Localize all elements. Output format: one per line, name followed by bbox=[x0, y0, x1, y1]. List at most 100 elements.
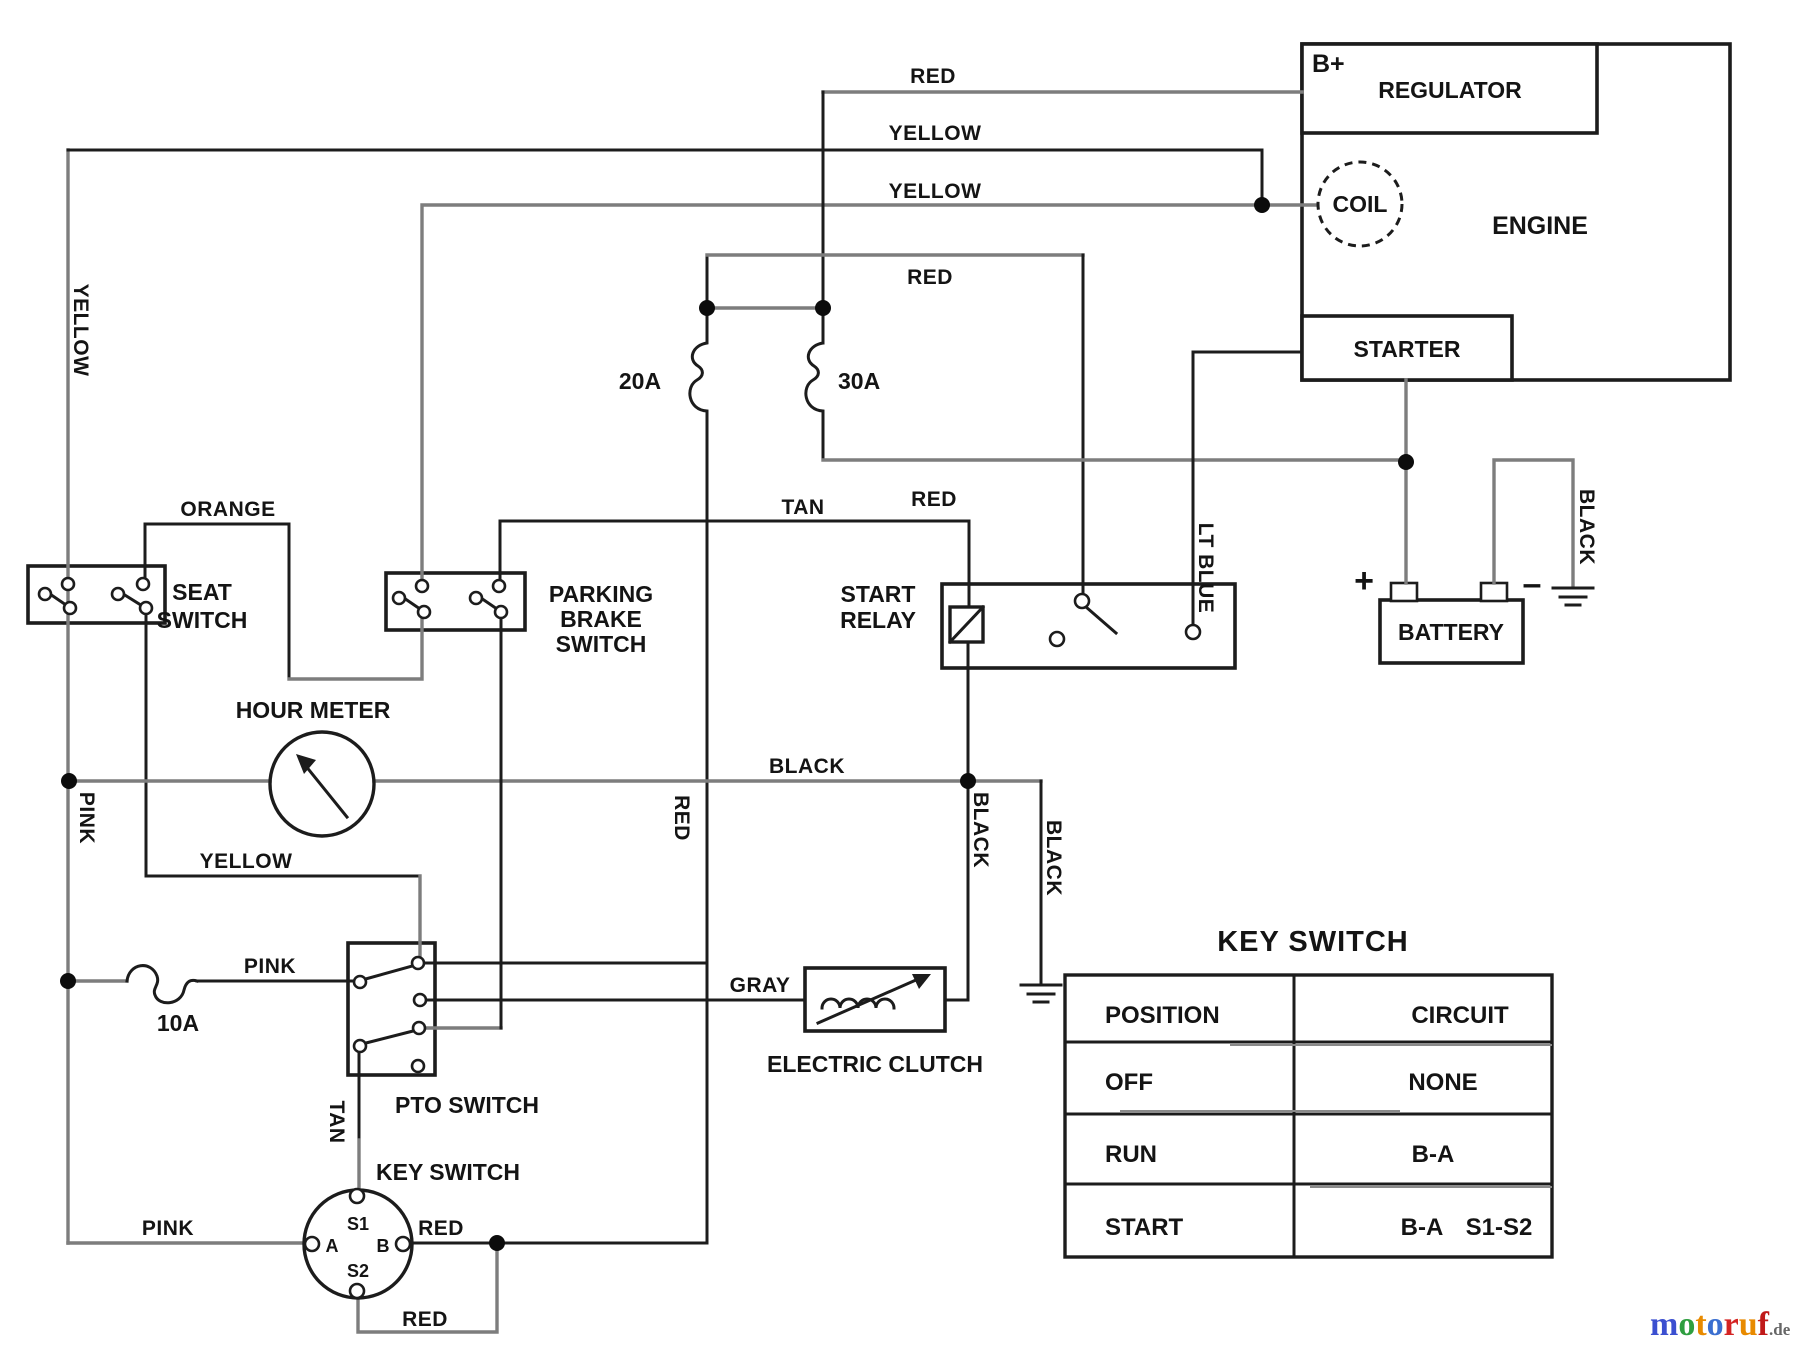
label-red-vertical: RED bbox=[670, 795, 693, 841]
battery-negative-terminal bbox=[1479, 581, 1509, 603]
label-seat-switch: SEAT bbox=[172, 579, 232, 605]
battery-box bbox=[1378, 598, 1525, 665]
label-pto-switch: PTO SWITCH bbox=[395, 1092, 539, 1118]
motoruf-logo: motoruf.de bbox=[1650, 1306, 1791, 1343]
junction-dot bbox=[489, 1235, 505, 1251]
regulator-box bbox=[1300, 42, 1599, 135]
junction-dot bbox=[1398, 454, 1414, 470]
label-tan-key: TAN bbox=[325, 1100, 348, 1143]
wire-orange-a bbox=[143, 522, 291, 681]
table-cell: NONE bbox=[1408, 1069, 1477, 1096]
wire-black-clutch bbox=[943, 643, 970, 1002]
key-terminal-b: B bbox=[377, 1236, 390, 1256]
junction-dot bbox=[61, 773, 77, 789]
label-battery-minus: – bbox=[1523, 565, 1542, 603]
wire-tan-relay bbox=[498, 519, 971, 606]
label-yellow-coil: YELLOW bbox=[889, 180, 982, 203]
table-title: KEY SWITCH bbox=[1217, 926, 1409, 958]
label-black-battery: BLACK bbox=[1575, 489, 1598, 565]
label-battery: BATTERY bbox=[1398, 619, 1504, 645]
label-coil: COIL bbox=[1333, 191, 1388, 217]
clutch-coil-symbol bbox=[820, 997, 896, 1010]
table-cell: S1-S2 bbox=[1466, 1214, 1533, 1241]
junction-dot bbox=[815, 300, 831, 316]
table-cell: OFF bbox=[1105, 1069, 1153, 1096]
clutch-arrow bbox=[912, 974, 931, 989]
label-gray: GRAY bbox=[730, 974, 791, 997]
label-red-key: RED bbox=[418, 1217, 464, 1240]
key-terminal-s1: S1 bbox=[347, 1214, 369, 1234]
key-terminal-a: A bbox=[326, 1236, 339, 1256]
label-pink-key: PINK bbox=[142, 1217, 194, 1240]
hour-meter-needle-arrow bbox=[296, 754, 316, 774]
ground-icon bbox=[1019, 983, 1063, 1004]
wire-labels: RED YELLOW YELLOW RED 20A 30A RED TAN OR… bbox=[69, 65, 1598, 1331]
wire-lt-blue bbox=[1191, 350, 1304, 627]
label-electric-clutch: ELECTRIC CLUTCH bbox=[767, 1051, 983, 1077]
logo-text: motoruf.de bbox=[1650, 1306, 1791, 1343]
table-border bbox=[1063, 973, 1554, 1259]
label-hour-meter: HOUR METER bbox=[236, 697, 391, 723]
label-starter: STARTER bbox=[1354, 336, 1461, 362]
label-black-clutch: BLACK bbox=[969, 792, 992, 868]
junction-dot bbox=[699, 300, 715, 316]
hour-meter bbox=[268, 730, 376, 838]
wire-black-battery bbox=[1492, 458, 1575, 587]
seat-switch-contacts bbox=[37, 576, 154, 616]
table-header-circuit: CIRCUIT bbox=[1411, 1002, 1509, 1029]
label-engine: ENGINE bbox=[1492, 212, 1588, 240]
table-cell: START bbox=[1105, 1214, 1184, 1241]
label-black-ground: BLACK bbox=[1042, 820, 1065, 896]
fuses bbox=[125, 306, 825, 1005]
electric-clutch-internals bbox=[816, 974, 931, 1025]
label-tan-relay: TAN bbox=[781, 496, 824, 519]
label-lt-blue: LT BLUE bbox=[1194, 523, 1217, 614]
battery-positive-terminal bbox=[1389, 581, 1419, 603]
label-yellow-top: YELLOW bbox=[889, 122, 982, 145]
junction-dot bbox=[960, 773, 976, 789]
wire-yellow-seat bbox=[144, 612, 422, 878]
table-cell: RUN bbox=[1105, 1141, 1157, 1168]
junction-dot bbox=[60, 973, 76, 989]
label-red-battery: RED bbox=[911, 488, 957, 511]
label-orange: ORANGE bbox=[180, 498, 275, 521]
fuse-20a bbox=[688, 306, 709, 417]
ground-icon bbox=[1551, 586, 1595, 607]
label-b-plus: B+ bbox=[1312, 50, 1345, 78]
label-yellow-seat: YELLOW bbox=[200, 850, 293, 873]
label-black-meter: BLACK bbox=[769, 755, 845, 778]
label-key-switch: KEY SWITCH bbox=[376, 1159, 520, 1185]
junction-dot bbox=[1254, 197, 1270, 213]
label-battery-plus: + bbox=[1354, 562, 1374, 600]
svg-text:BRAKE: BRAKE bbox=[560, 606, 642, 632]
svg-text:SWITCH: SWITCH bbox=[556, 631, 647, 657]
label-fuse-30a: 30A bbox=[838, 368, 880, 394]
fuse-30a bbox=[804, 306, 825, 417]
wire-orange-b bbox=[287, 616, 424, 681]
wire-red-s2-loop bbox=[356, 1241, 499, 1334]
label-parking-brake: PARKING bbox=[549, 581, 653, 607]
relay-lever bbox=[1083, 604, 1119, 636]
label-red-top: RED bbox=[910, 65, 956, 88]
svg-text:SWITCH: SWITCH bbox=[157, 607, 248, 633]
svg-text:RELAY: RELAY bbox=[840, 607, 916, 633]
relay-coil-symbol bbox=[948, 605, 985, 644]
wire-yellow-coil bbox=[420, 203, 1321, 582]
label-yellow-rail: YELLOW bbox=[69, 284, 92, 377]
label-red-fuses: RED bbox=[907, 266, 953, 289]
engine-assembly bbox=[1300, 42, 1732, 382]
table-header-position: POSITION bbox=[1105, 1002, 1220, 1029]
junction-dots bbox=[60, 197, 1414, 1251]
label-pink-rail: PINK bbox=[75, 792, 98, 844]
wire-yellow-top bbox=[66, 148, 1264, 207]
wires bbox=[66, 90, 1575, 1334]
label-red-s2: RED bbox=[402, 1308, 448, 1331]
component-labels: SEAT SWITCH HOUR METER PARKING BRAKE SWI… bbox=[157, 50, 1588, 1185]
table-cell: B-A bbox=[1412, 1141, 1455, 1168]
key-switch-device: S1 A B S2 bbox=[302, 1187, 414, 1300]
fuse-10a bbox=[125, 964, 199, 1005]
label-start-relay: START bbox=[841, 581, 916, 607]
label-fuse-20a: 20A bbox=[619, 368, 661, 394]
